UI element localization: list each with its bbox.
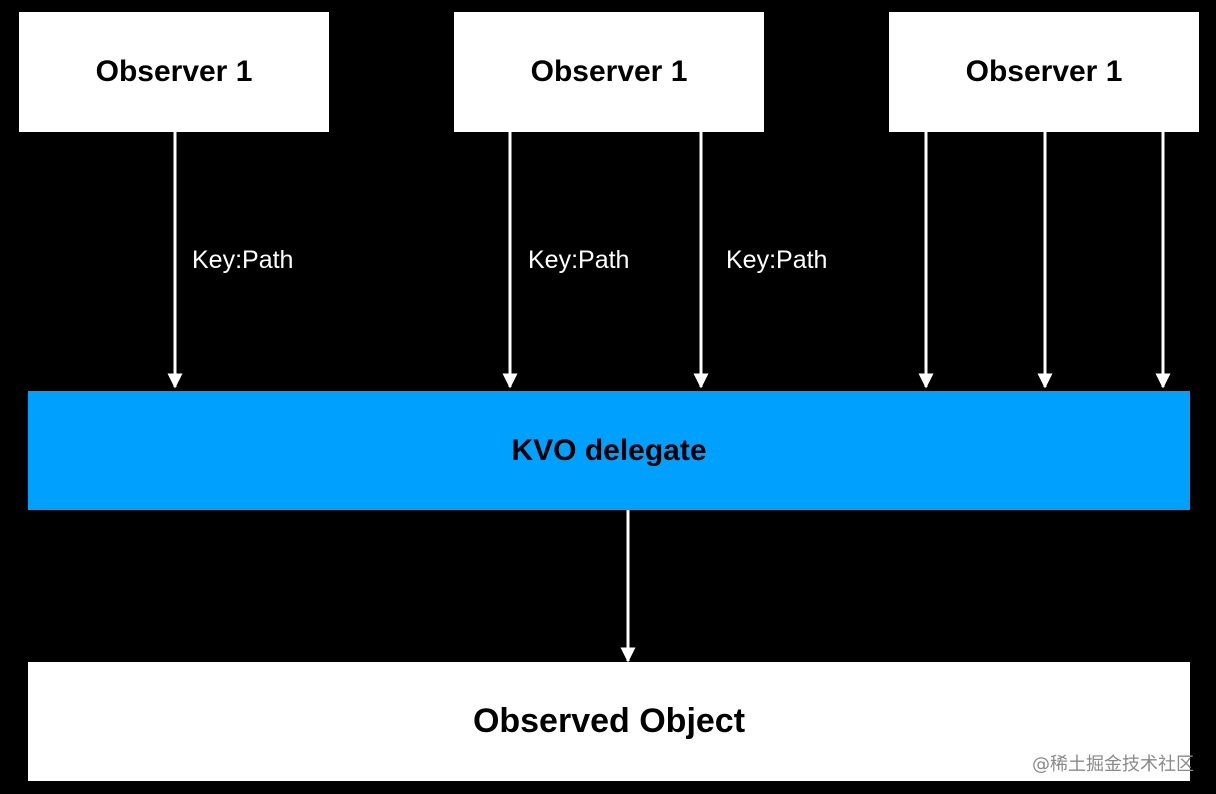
observed-object-box: Observed Object [28, 662, 1190, 781]
observer-box-3: Observer 1 [889, 12, 1199, 132]
observer-box-2: Observer 1 [454, 12, 764, 132]
kvo-delegate-box: KVO delegate [28, 391, 1190, 510]
edge-label-keypath-2: Key:Path [528, 246, 630, 274]
kvo-delegate-label: KVO delegate [511, 433, 707, 467]
edge-label-keypath-1: Key:Path [192, 246, 294, 274]
observer-label-2: Observer 1 [530, 55, 688, 88]
observer-label-1: Observer 1 [95, 55, 253, 88]
observed-object-label: Observed Object [472, 702, 746, 740]
observer-label-3: Observer 1 [965, 55, 1123, 88]
observer-box-1: Observer 1 [19, 12, 329, 132]
edge-label-keypath-3: Key:Path [726, 246, 828, 274]
watermark-text: @稀土掘金技术社区 [1032, 754, 1194, 775]
